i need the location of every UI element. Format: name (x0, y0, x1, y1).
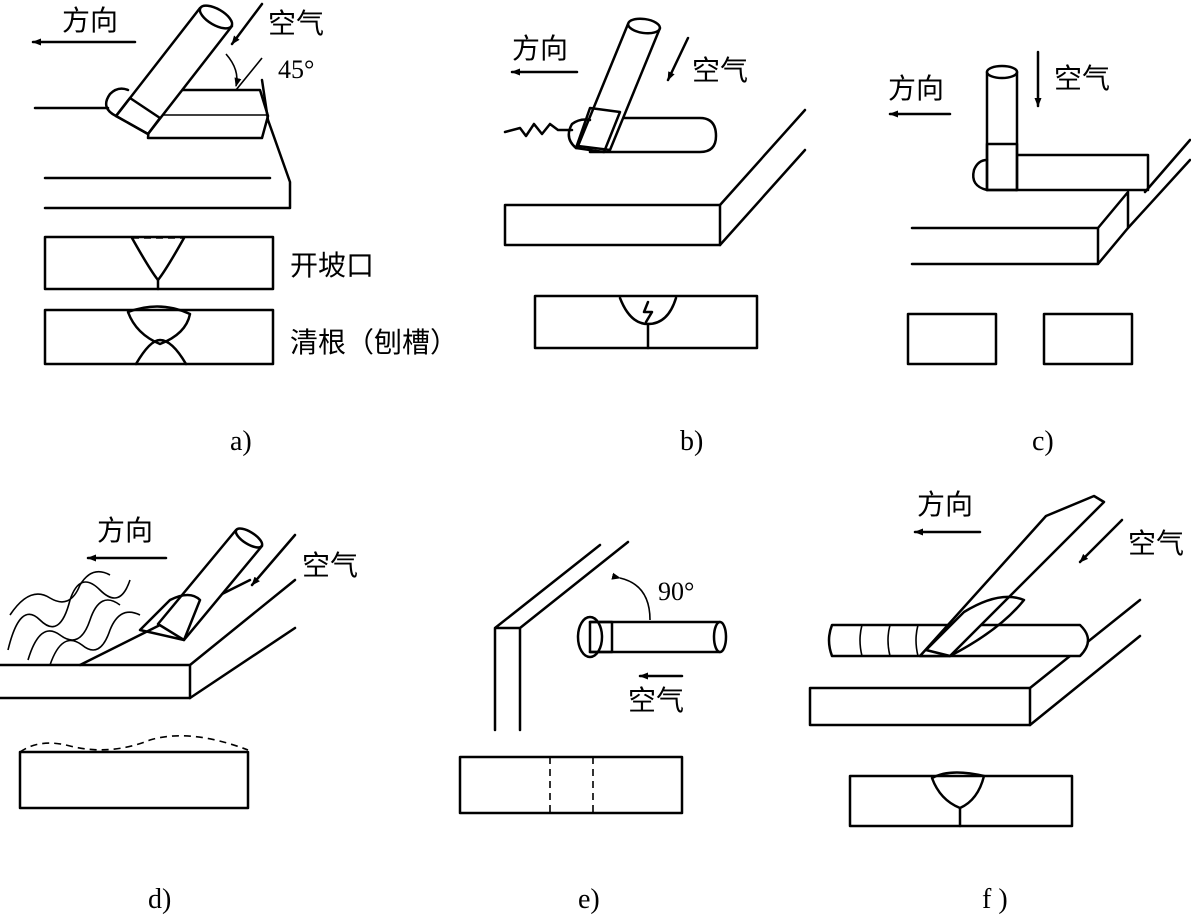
panel-a: 方向 空气 45° 开坡口 清根（刨槽） a) (31, 2, 458, 457)
air-arrow (666, 36, 690, 82)
vertical-plate (493, 540, 630, 732)
caption-c: c) (1032, 426, 1054, 457)
panel-b: 方向 空气 b) (503, 17, 807, 457)
angle-arc (225, 53, 242, 87)
angle-label: 45° (278, 55, 314, 84)
weld-profile (930, 771, 986, 810)
air-arrow (250, 533, 297, 587)
direction-label: 方向 (917, 488, 973, 521)
plate-front (808, 686, 1032, 727)
gouged-groove (1014, 153, 1150, 192)
section-left (906, 312, 998, 366)
air-label: 空气 (302, 549, 358, 582)
plate-front (503, 203, 722, 247)
plate-side (718, 108, 807, 247)
caption-e: e) (578, 884, 600, 915)
panel-c: 方向 空气 c) (888, 50, 1191, 457)
carbon-electrode (576, 615, 728, 659)
crack-mark (642, 300, 654, 324)
surface-section (18, 750, 250, 810)
carbon-electrode (104, 4, 234, 136)
label-backgouge: 清根（刨槽） (290, 326, 458, 359)
panel-d: 方向 空气 d) (0, 514, 358, 915)
section-right (1042, 312, 1134, 366)
caption-d: d) (148, 884, 171, 915)
backgouge-profile (134, 338, 188, 366)
crack-line (503, 122, 574, 138)
hole-section (458, 755, 684, 815)
direction-label: 方向 (512, 32, 568, 65)
weld-bead (126, 305, 192, 346)
air-label: 空气 (268, 7, 324, 40)
direction-label: 方向 (97, 514, 153, 547)
air-arrow (230, 2, 264, 46)
carbon-electrode (567, 17, 662, 154)
plate-side (1126, 138, 1191, 230)
air-label: 空气 (1128, 527, 1184, 560)
carbon-electrode (972, 64, 1019, 192)
plate-front (0, 663, 192, 700)
plate-side (1028, 598, 1142, 727)
gouged-groove (588, 116, 718, 154)
air-arrow (1078, 518, 1124, 564)
air-label: 空气 (1054, 62, 1110, 95)
carbon-electrode (138, 527, 264, 642)
caption-f: f ) (982, 884, 1008, 915)
plate-outline (910, 190, 1130, 266)
direction-label: 方向 (62, 4, 118, 37)
angle-arc (611, 572, 651, 621)
groove-profile (130, 236, 186, 282)
caption-b: b) (680, 426, 703, 457)
panel-f: 方向 空气 f ) (808, 488, 1184, 915)
air-label: 空气 (628, 684, 684, 717)
backgouge-section (43, 308, 275, 366)
panel-e: 90° 空气 e) (458, 540, 728, 915)
crack-section (533, 294, 759, 350)
label-open-groove: 开坡口 (290, 249, 374, 282)
direction-label: 方向 (888, 72, 944, 105)
air-label: 空气 (692, 54, 748, 87)
angle-label: 90° (658, 577, 694, 606)
surface-profile (19, 734, 249, 753)
flat-carbon-electrode (918, 494, 1106, 658)
caption-a: a) (230, 426, 252, 457)
